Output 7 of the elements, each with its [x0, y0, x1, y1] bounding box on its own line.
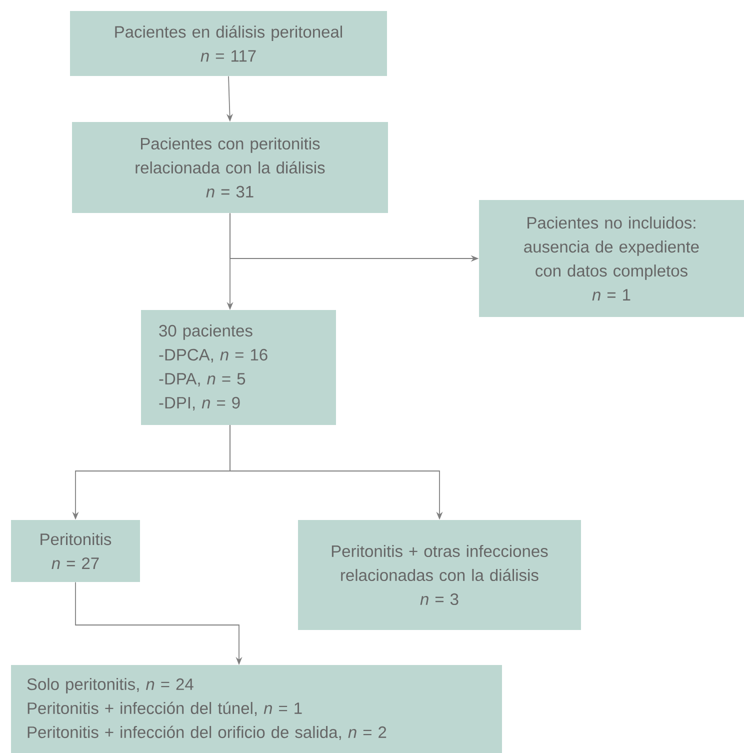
process-box: Solo peritonitis, n = 24 Peritonitis + infección del túnel, n = 1 Peritonitis + infección del orificio de salida, n = 2	[11, 665, 502, 753]
process-box: Peritonitis n = 27	[11, 520, 140, 582]
process-box: Pacientes en diálisis peritoneal n = 117	[70, 11, 387, 76]
process-box: Peritonitis + otras infecciones relacionadas con la diálisis n = 3	[298, 520, 581, 630]
process-box: Pacientes no incluidos: ausencia de expediente con datos completos n = 1	[479, 200, 744, 317]
process-box: 30 pacientes -DPCA, n = 16 -DPA, n = 5 -DPI, n = 9	[141, 310, 336, 425]
process-box: Pacientes con peritonitis relacionada con la diálisis n = 31	[72, 122, 388, 213]
